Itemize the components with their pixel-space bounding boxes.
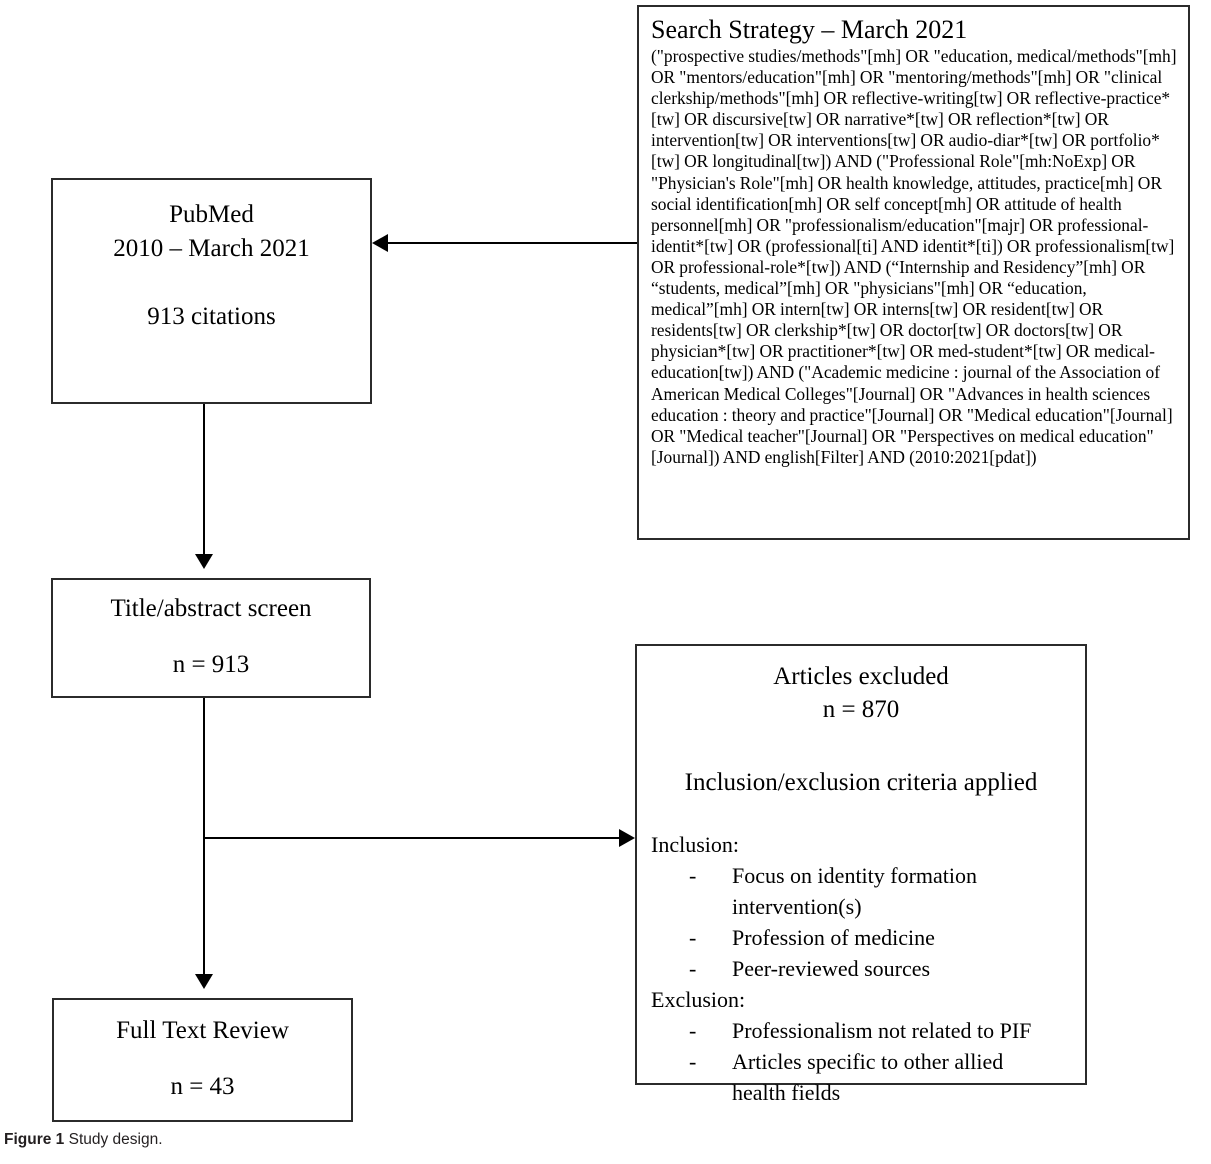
full-text-content: Full Text Review n = 43 bbox=[54, 1000, 351, 1104]
bullet-dash-icon: - bbox=[689, 925, 697, 950]
full-text-review-box: Full Text Review n = 43 bbox=[52, 998, 353, 1122]
list-item: - Professionalism not related to PIF bbox=[651, 1015, 1085, 1046]
articles-excluded-box: Articles excluded n = 870 Inclusion/excl… bbox=[635, 644, 1087, 1105]
figure-caption: Figure 1 Study design. bbox=[4, 1130, 163, 1150]
pubmed-source: PubMed bbox=[169, 201, 254, 228]
excluded-heading: Articles excluded bbox=[773, 663, 949, 690]
exclusion-item-text: Professionalism not related to PIF bbox=[732, 1018, 1032, 1043]
bullet-dash-icon: - bbox=[689, 956, 697, 981]
full-text-count: n = 43 bbox=[170, 1073, 235, 1100]
pubmed-spacer bbox=[53, 266, 370, 300]
list-item: - Peer-reviewed sources bbox=[651, 953, 1085, 984]
bullet-dash-icon: - bbox=[689, 1049, 697, 1074]
full-text-spacer bbox=[54, 1048, 351, 1070]
list-item: - Articles specific to other allied heal… bbox=[651, 1046, 1085, 1108]
exclusion-item-text: Articles specific to other allied health… bbox=[732, 1049, 1004, 1105]
title-abstract-count: n = 913 bbox=[172, 651, 250, 678]
arrow-head-into-pubmed bbox=[372, 234, 388, 252]
excluded-count: n = 870 bbox=[822, 696, 900, 723]
figure-caption-label: Figure 1 bbox=[4, 1131, 69, 1148]
pubmed-date-range: 2010 – March 2021 bbox=[113, 235, 310, 262]
search-strategy-query: ("prospective studies/methods"[mh] OR "e… bbox=[651, 46, 1177, 467]
pubmed-citation-count: 913 citations bbox=[147, 303, 276, 330]
title-abstract-spacer bbox=[53, 626, 369, 648]
inclusion-list: - Focus on identity formation interventi… bbox=[651, 860, 1085, 984]
list-item: - Focus on identity formation interventi… bbox=[651, 860, 1085, 922]
search-strategy-title: Search Strategy – March 2021 bbox=[651, 15, 968, 44]
title-abstract-label: Title/abstract screen bbox=[110, 595, 312, 622]
inclusion-item-text: Focus on identity formation intervention… bbox=[732, 863, 978, 919]
bullet-dash-icon: - bbox=[689, 1018, 697, 1043]
arrow-head-into-excluded bbox=[619, 829, 635, 847]
excluded-criteria-title: Inclusion/exclusion criteria applied bbox=[684, 769, 1038, 796]
exclusion-label: Exclusion: bbox=[651, 987, 746, 1012]
connector-branch-to-excluded bbox=[203, 837, 619, 839]
excluded-criteria-lists: Inclusion: - Focus on identity formation… bbox=[637, 799, 1085, 1108]
connector-title-abstract-to-full-text bbox=[203, 698, 205, 974]
arrow-head-into-full-text bbox=[195, 974, 213, 989]
pubmed-box: PubMed 2010 – March 2021 913 citations bbox=[51, 178, 372, 404]
excluded-header-group: Articles excluded n = 870 bbox=[637, 646, 1085, 726]
connector-search-to-pubmed bbox=[388, 242, 637, 244]
search-strategy-box: Search Strategy – March 2021 ("prospecti… bbox=[637, 5, 1190, 540]
inclusion-item-text: Profession of medicine bbox=[732, 925, 935, 950]
arrow-head-into-title-abstract bbox=[195, 554, 213, 569]
bullet-dash-icon: - bbox=[689, 863, 697, 888]
full-text-label: Full Text Review bbox=[116, 1017, 289, 1044]
pubmed-box-content: PubMed 2010 – March 2021 913 citations bbox=[53, 180, 370, 334]
inclusion-label: Inclusion: bbox=[651, 832, 739, 857]
figure-caption-text: Study design. bbox=[68, 1131, 163, 1148]
exclusion-list: - Professionalism not related to PIF - A… bbox=[651, 1015, 1085, 1108]
connector-pubmed-to-title-abstract bbox=[203, 404, 205, 554]
inclusion-item-text: Peer-reviewed sources bbox=[732, 956, 931, 981]
title-abstract-screen-box: Title/abstract screen n = 913 bbox=[51, 578, 371, 698]
list-item: - Profession of medicine bbox=[651, 922, 1085, 953]
title-abstract-content: Title/abstract screen n = 913 bbox=[53, 580, 369, 682]
